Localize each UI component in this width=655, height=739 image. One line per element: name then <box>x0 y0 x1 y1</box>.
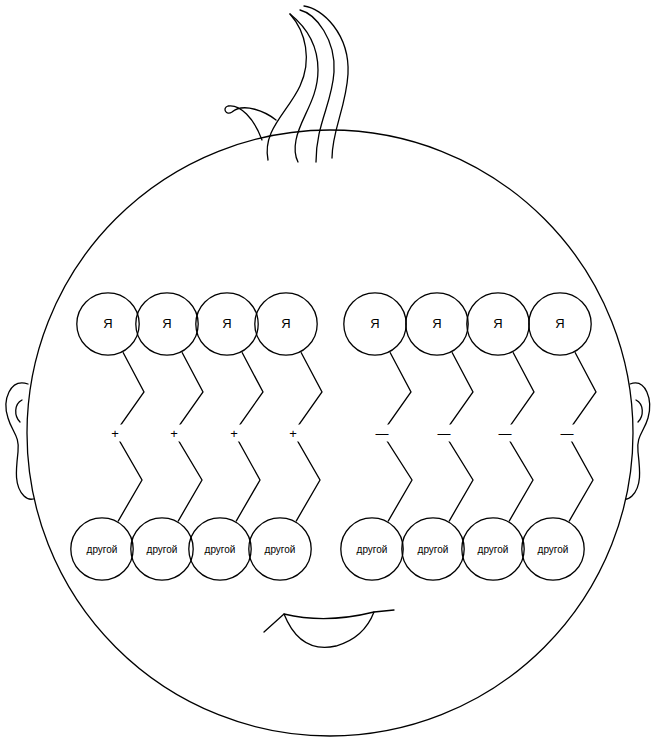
circle-node: Я <box>528 292 592 356</box>
circle-shape <box>255 293 317 355</box>
circle-label: другой <box>87 544 118 555</box>
circle-node: Я <box>343 292 407 356</box>
circle-node: Я <box>76 292 140 356</box>
circle-node: другой <box>188 517 252 581</box>
circle-node: Я <box>405 292 469 356</box>
circle-shape <box>189 518 251 580</box>
circle-node: другой <box>70 517 134 581</box>
sign-label: — <box>434 425 455 442</box>
circle-label: Я <box>162 317 171 331</box>
circle-shape <box>402 518 464 580</box>
circle-label: другой <box>265 544 296 555</box>
circle-label: Я <box>493 317 502 331</box>
circle-label: другой <box>538 544 569 555</box>
circle-node: другой <box>401 517 465 581</box>
sign-label: + <box>166 425 182 442</box>
circle-label: Я <box>370 317 379 331</box>
hair-strand <box>300 10 334 162</box>
sign-label: — <box>557 425 578 442</box>
circle-label: Я <box>432 317 441 331</box>
circle-shape <box>462 518 524 580</box>
circle-label: Я <box>222 317 231 331</box>
hair-strand <box>290 14 318 162</box>
circle-shape <box>131 518 193 580</box>
circle-label: другой <box>478 544 509 555</box>
circle-shape <box>196 293 258 355</box>
circle-shape <box>77 293 139 355</box>
circle-label: другой <box>418 544 449 555</box>
smile <box>264 610 394 632</box>
head-outline <box>27 130 633 736</box>
circle-shape <box>136 293 198 355</box>
right-ear-inner <box>636 400 642 422</box>
circle-label: Я <box>555 317 564 331</box>
circle-shape <box>522 518 584 580</box>
circle-shape <box>467 293 529 355</box>
circle-shape <box>344 293 406 355</box>
circle-node: Я <box>195 292 259 356</box>
circle-node: другой <box>130 517 194 581</box>
circle-shape <box>406 293 468 355</box>
circle-label: другой <box>147 544 178 555</box>
hair-strand <box>267 14 306 160</box>
circle-node: Я <box>254 292 318 356</box>
sign-label: — <box>372 425 393 442</box>
circle-node: Я <box>466 292 530 356</box>
circle-shape <box>249 518 311 580</box>
circle-label: Я <box>281 317 290 331</box>
circle-label: другой <box>357 544 388 555</box>
circle-node: другой <box>248 517 312 581</box>
circle-node: другой <box>340 517 404 581</box>
circle-label: Я <box>103 317 112 331</box>
circle-node: другой <box>521 517 585 581</box>
left-ear-inner <box>16 400 22 422</box>
sign-label: — <box>495 425 516 442</box>
sign-label: + <box>226 425 242 442</box>
circle-node: другой <box>461 517 525 581</box>
circle-node: Я <box>135 292 199 356</box>
circle-label: другой <box>205 544 236 555</box>
sign-label: + <box>285 425 301 442</box>
circle-shape <box>529 293 591 355</box>
circle-shape <box>71 518 133 580</box>
sign-label: + <box>107 425 123 442</box>
hair-strand <box>304 6 348 158</box>
hair-curl <box>225 106 276 140</box>
smile-lip <box>284 612 374 647</box>
circle-shape <box>341 518 403 580</box>
